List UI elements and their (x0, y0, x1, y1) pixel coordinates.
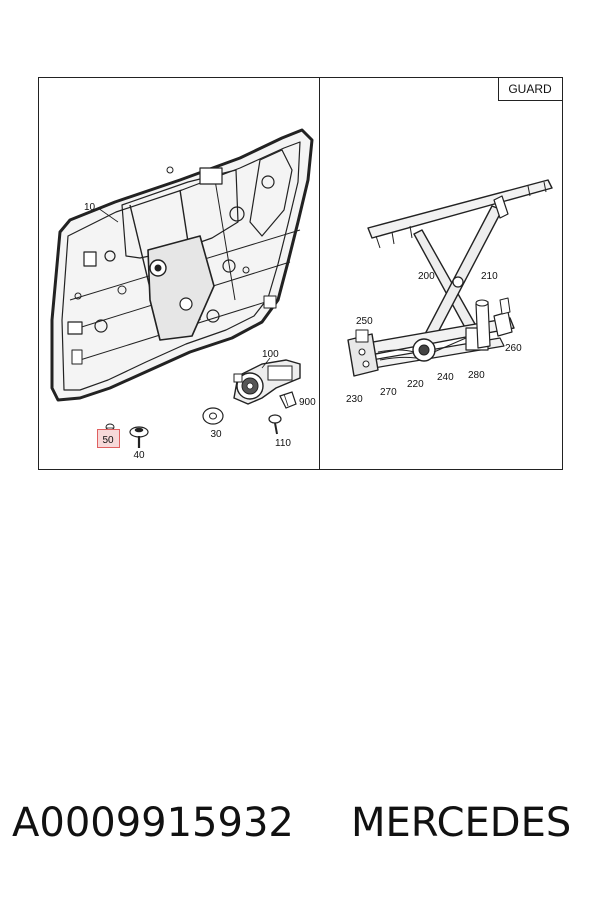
product-caption: A0009915932 MERCEDES (0, 800, 600, 864)
callout-30: 30 (210, 429, 222, 440)
part-number: A0009915932 (12, 800, 294, 846)
guard-tag: GUARD (498, 77, 563, 101)
door-carrier-plate (50, 128, 314, 402)
guard-tag-label: GUARD (508, 82, 552, 96)
callout-50: 50 (102, 435, 114, 446)
callout-210: 210 (481, 271, 498, 282)
callout-230: 230 (346, 394, 363, 405)
leader-10 (97, 207, 119, 223)
callout-40: 40 (133, 450, 145, 461)
callout-220: 220 (407, 379, 424, 390)
callout-260: 260 (505, 343, 522, 354)
callout-240: 240 (437, 372, 454, 383)
callout-270: 270 (380, 387, 397, 398)
brand-name: MERCEDES (351, 800, 572, 846)
callout-900: 900 (299, 397, 316, 408)
window-motor-100 (233, 359, 301, 405)
window-regulator (347, 179, 553, 377)
parts-diagram: GUARD 10 (38, 77, 563, 470)
callout-50-highlight (97, 429, 120, 448)
leader-100 (261, 357, 271, 369)
screw-40 (129, 426, 149, 448)
connector-900 (279, 391, 297, 409)
callout-200: 200 (418, 271, 435, 282)
callout-280: 280 (468, 370, 485, 381)
callout-100: 100 (262, 349, 279, 360)
washer-30 (202, 407, 224, 425)
callout-250: 250 (356, 316, 373, 327)
callout-110: 110 (275, 438, 291, 449)
callout-10: 10 (84, 202, 96, 213)
screw-110 (268, 414, 282, 435)
